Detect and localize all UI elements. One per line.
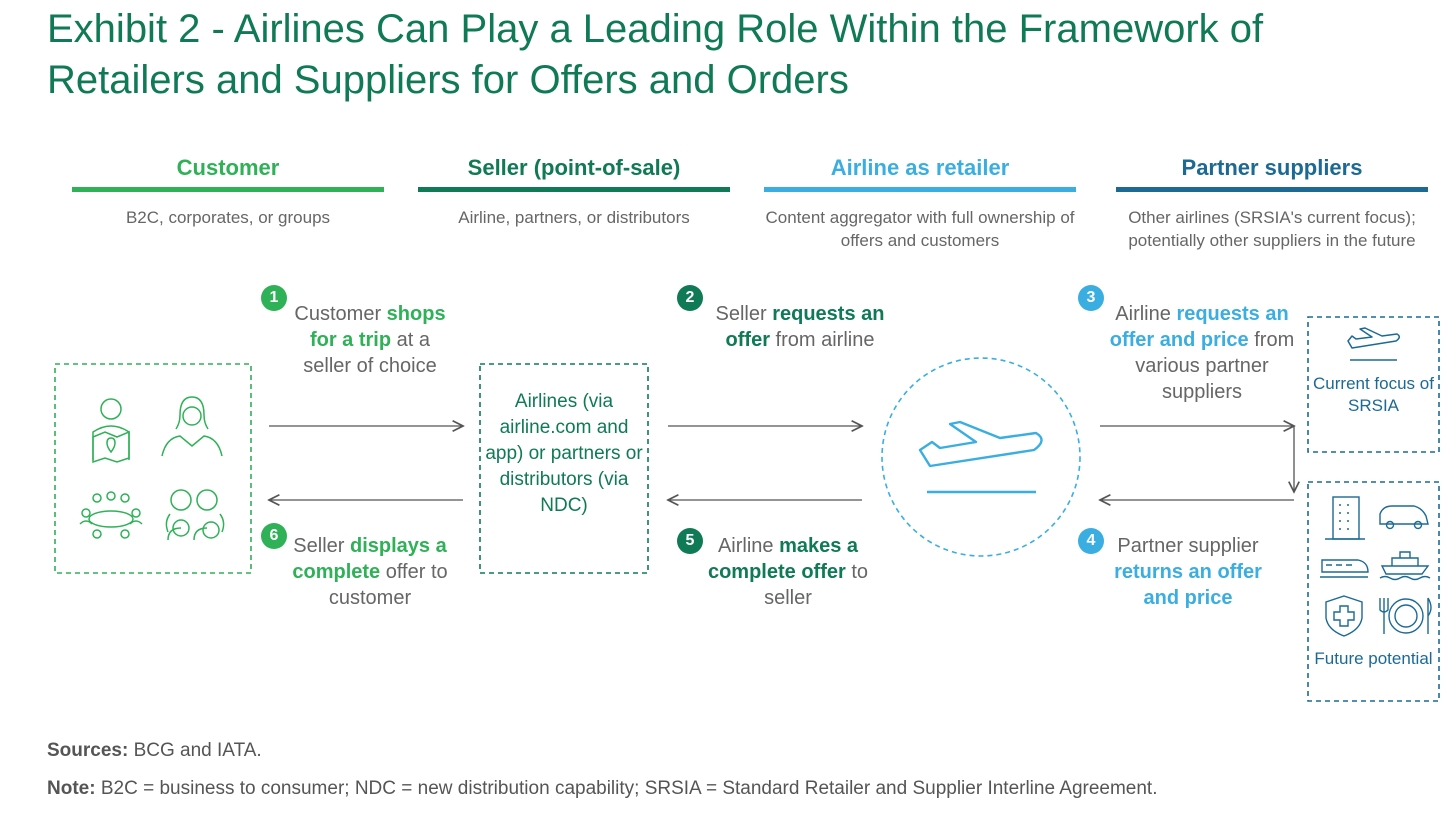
car-icon: [1379, 505, 1429, 530]
step-1-text: Customer shops for a trip at a seller of…: [294, 303, 446, 377]
group-meeting-icon: [79, 491, 143, 539]
future-potential-box: [1307, 481, 1440, 702]
column-bar-customer: [72, 187, 384, 192]
cruise-ship-icon: [1379, 551, 1431, 581]
column-bar-seller: [418, 187, 730, 192]
step-3-text: Airline requests an offer and price from…: [1109, 303, 1295, 403]
page-title: Exhibit 2 - Airlines Can Play a Leading …: [47, 7, 1264, 102]
customer-box: [54, 363, 252, 574]
column-heading-seller: Seller (point-of-sale): [467, 155, 681, 180]
step-2-number: 2: [677, 285, 703, 311]
current-focus-box: [1307, 316, 1440, 453]
step-5-number: 5: [677, 528, 703, 554]
airline-circle: [881, 357, 1081, 557]
family-icon: [165, 489, 225, 541]
dining-icon: [1379, 597, 1432, 634]
traveler-map-icon: [92, 398, 130, 464]
column-sub-partners: Other airlines (SRSIA's current focus); …: [1128, 208, 1416, 250]
current-focus-label: Current focus of SRSIA: [1313, 374, 1434, 415]
step-6-number: 6: [261, 523, 287, 549]
seller-box: [479, 363, 649, 574]
column-heading-airline: Airline as retailer: [830, 155, 1010, 180]
column-sub-airline: Content aggregator with full ownership o…: [765, 208, 1075, 250]
column-sub-customer: B2C, corporates, or groups: [125, 208, 331, 227]
column-sub-seller: Airline, partners, or distributors: [458, 208, 690, 227]
sources-line: Sources: BCG and IATA.: [47, 740, 262, 761]
step-4-number: 4: [1078, 528, 1104, 554]
airplane-icon: [918, 420, 1043, 494]
train-icon: [1320, 559, 1369, 578]
step-6-text: Seller displays a complete offer to cust…: [292, 535, 448, 609]
note-line: Note: B2C = business to consumer; NDC = …: [47, 778, 1158, 799]
future-potential-label: Future potential: [1314, 649, 1433, 668]
step-2-text: Seller requests an offer from airline: [715, 303, 885, 351]
column-heading-partners: Partner suppliers: [1181, 155, 1363, 180]
step-4-text: Partner supplier returns an offer and pr…: [1114, 535, 1262, 609]
hotel-building-icon: [1325, 496, 1365, 540]
column-bar-airline: [764, 187, 1076, 192]
step-1-number: 1: [261, 285, 287, 311]
step-5-text: Airline makes a complete offer to seller: [707, 535, 869, 609]
column-heading-customer: Customer: [176, 155, 280, 180]
woman-icon: [161, 396, 223, 457]
seller-box-text: Airlines (via airline.com and app) or pa…: [485, 391, 643, 516]
small-airplane-icon: [1347, 327, 1400, 361]
step-3-number: 3: [1078, 285, 1104, 311]
column-bar-partners: [1116, 187, 1428, 192]
insurance-shield-icon: [1325, 595, 1363, 637]
